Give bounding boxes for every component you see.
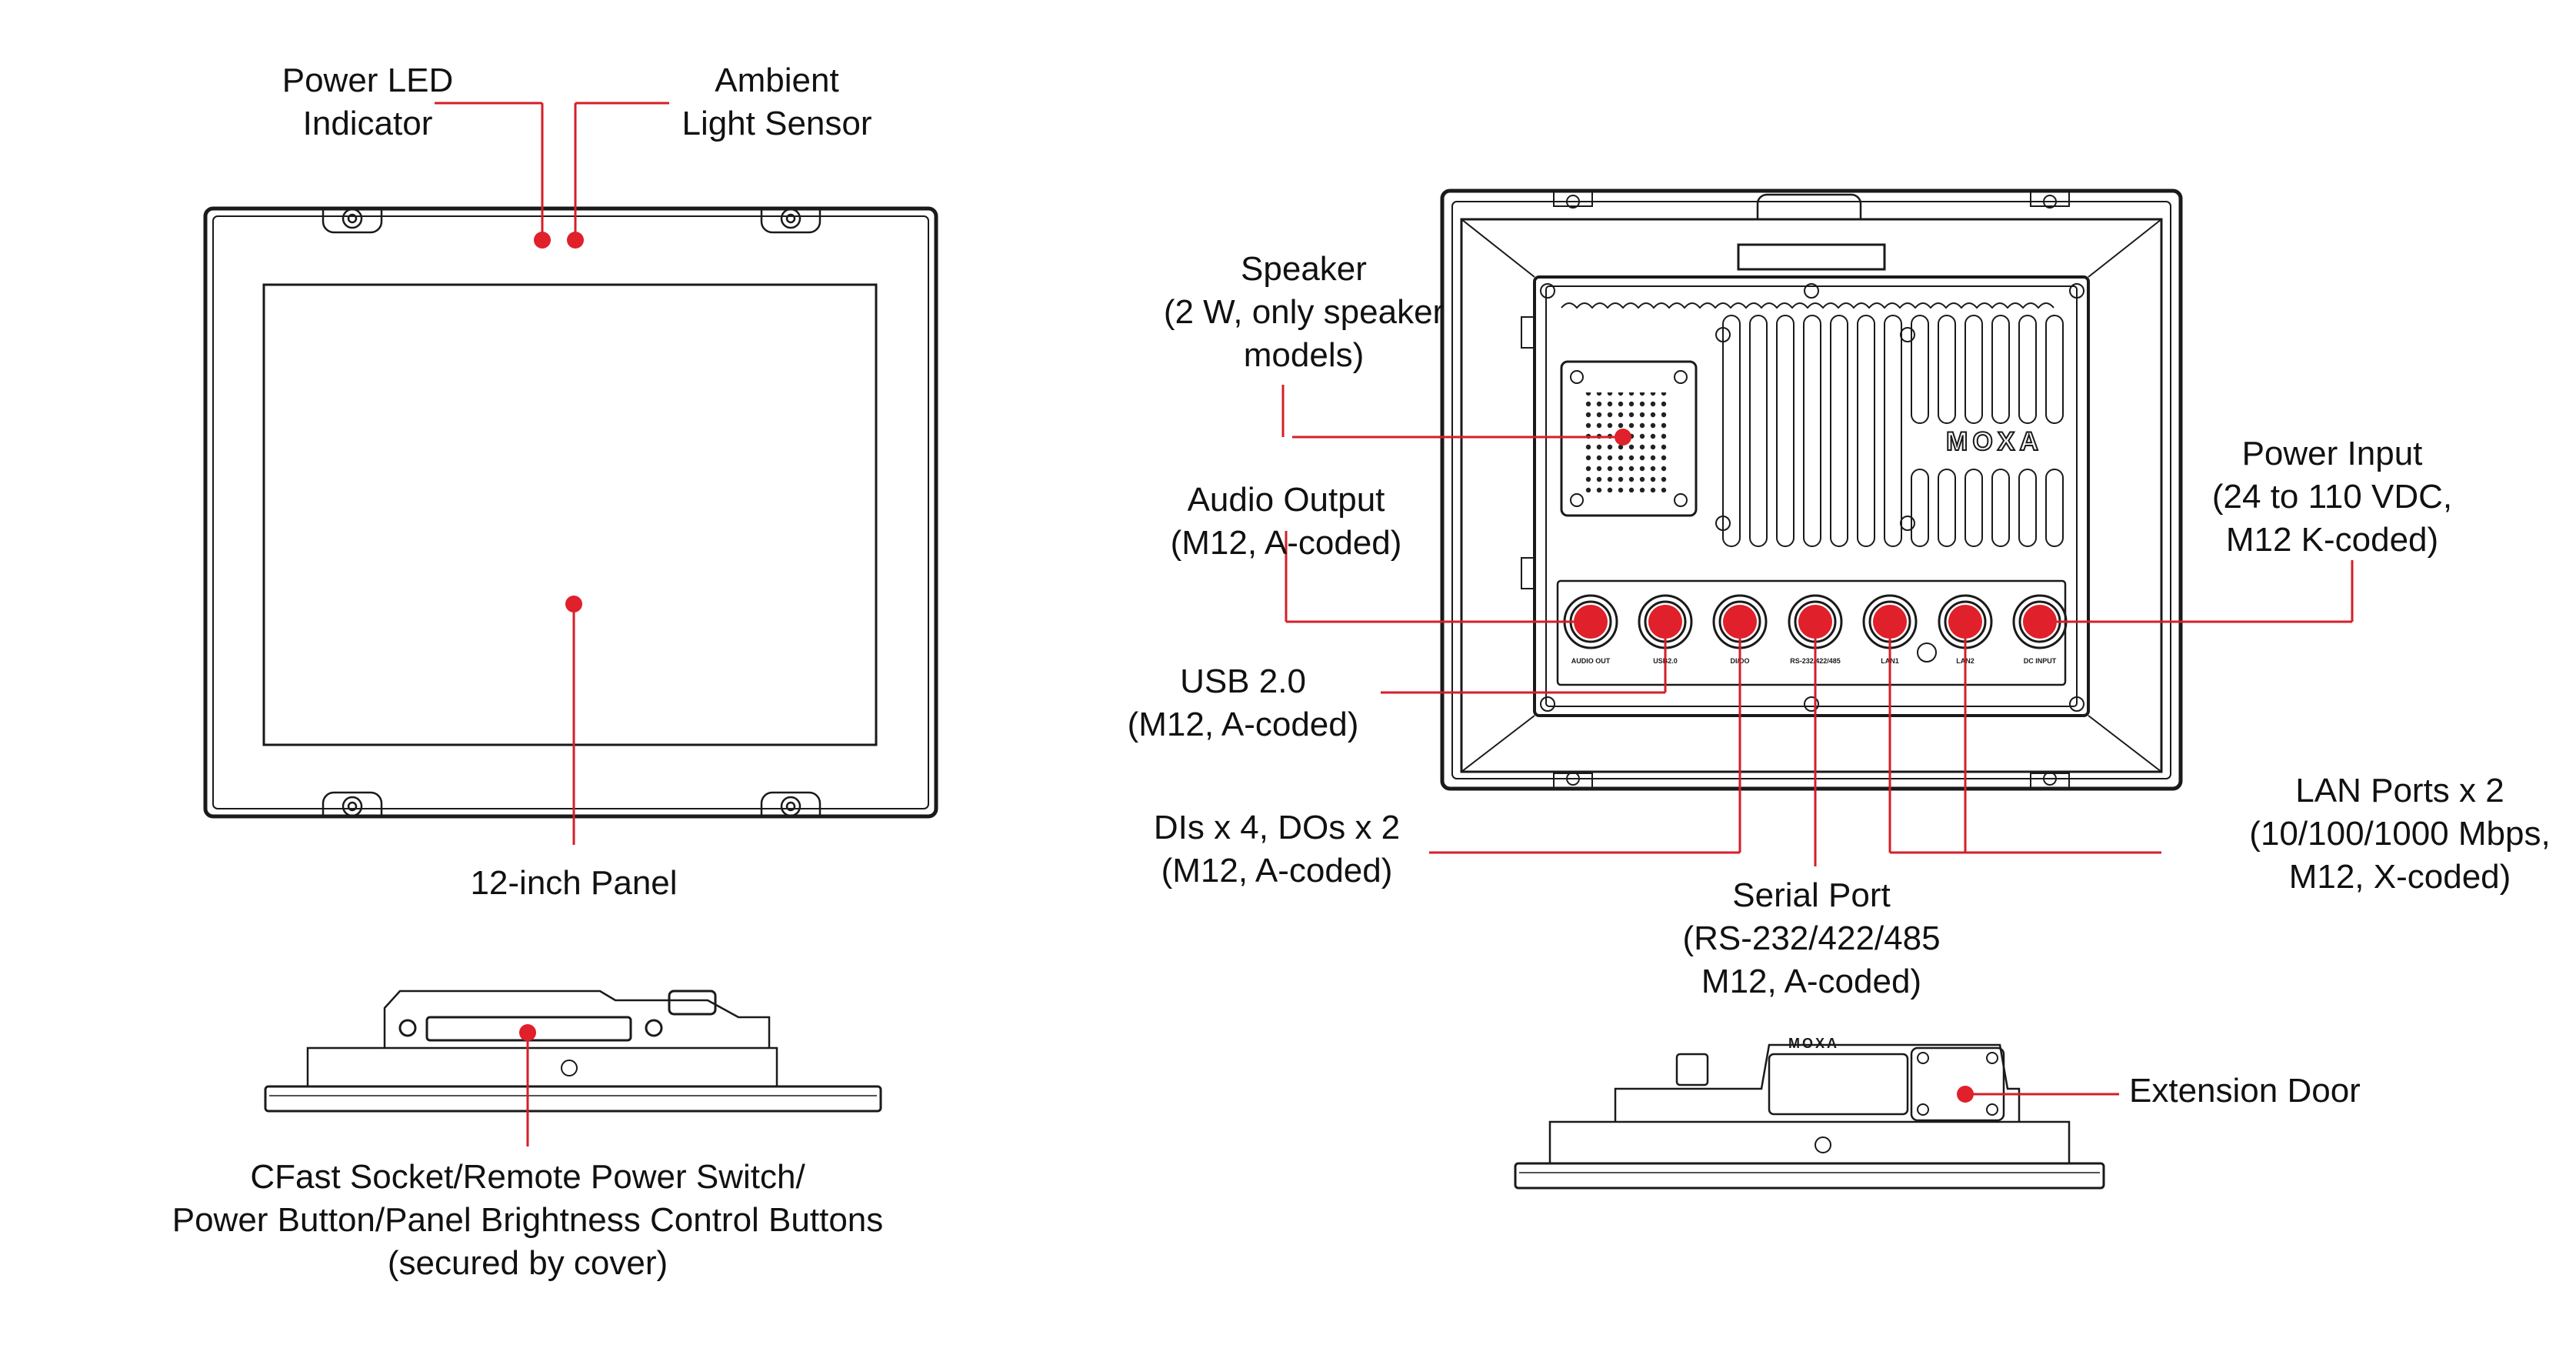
rear-view: [1440, 189, 2183, 791]
label-line: M12, X-coded): [2288, 858, 2511, 896]
callout-dot: [1723, 605, 1757, 639]
label-line: 12-inch Panel: [470, 864, 678, 902]
label-line: USB 2.0: [1180, 662, 1306, 700]
speaker-plate: [1560, 360, 1698, 517]
label-line: Power Button/Panel Brightness Control Bu…: [172, 1201, 884, 1239]
label-line: (24 to 110 VDC,: [2211, 478, 2453, 516]
label-line: LAN Ports x 2: [2295, 772, 2504, 809]
label-line: Serial Port: [1732, 876, 1891, 914]
label-line: (M12, A-coded): [1161, 852, 1393, 889]
label-power-led: Power LED Indicator: [282, 59, 454, 145]
label-line: CFast Socket/Remote Power Switch/: [250, 1158, 805, 1196]
front-side-view: [264, 990, 882, 1113]
label-audio-output: Audio Output (M12, A-coded): [1171, 479, 1402, 565]
rear-housing: [1533, 275, 2090, 717]
front-bezel: [203, 206, 938, 819]
label-line: (2 W, only speaker: [1163, 293, 1445, 331]
label-line: Ambient: [715, 62, 839, 99]
callout-dot: [2023, 605, 2057, 639]
moxa-logo-rear: MOXA: [1946, 427, 2043, 456]
callout-dot: [565, 596, 582, 612]
label-line: Audio Output: [1187, 481, 1385, 519]
label-line: Light Sensor: [681, 105, 872, 142]
callout-dot: [567, 232, 584, 249]
label-line: (M12, A-coded): [1170, 524, 1402, 562]
label-line: M12, A-coded): [1701, 963, 1922, 1000]
callout-dots: [519, 232, 2057, 1103]
callout-dot: [1873, 605, 1907, 639]
front-screen: [262, 283, 878, 746]
port-label: AUDIO OUT: [1571, 657, 1611, 665]
label-line: Indicator: [302, 105, 433, 142]
callout-dot: [1615, 429, 1631, 446]
label-line: (secured by cover): [387, 1244, 668, 1282]
label-line: (RS-232/422/485: [1682, 919, 1941, 957]
label-serial: Serial Port (RS-232/422/485 M12, A-coded…: [1682, 874, 1940, 1003]
callout-dot: [1574, 605, 1608, 639]
label-line: Power Input: [2241, 435, 2423, 472]
heatsink-fins: [1561, 302, 2064, 547]
label-speaker: Speaker (2 W, only speaker models): [1164, 248, 1444, 377]
callout-dot: [534, 232, 551, 249]
label-line: (M12, A-coded): [1127, 706, 1359, 743]
label-line: M12 K-coded): [2225, 521, 2439, 559]
callout-dot: [1648, 605, 1682, 639]
port-label: DC INPUT: [2024, 657, 2057, 665]
label-dio: DIs x 4, DOs x 2 (M12, A-coded): [1154, 806, 1400, 893]
callout-lines: [435, 102, 2354, 1146]
port-strip: [1556, 579, 2067, 686]
front-view: [203, 206, 938, 819]
label-power-input: Power Input (24 to 110 VDC, M12 K-coded): [2212, 432, 2452, 562]
label-line: DIs x 4, DOs x 2: [1153, 809, 1401, 846]
label-panel: 12-inch Panel: [470, 862, 677, 905]
rear-side-view: [1514, 1043, 2105, 1190]
label-usb: USB 2.0 (M12, A-coded): [1128, 660, 1359, 746]
label-cfast: CFast Socket/Remote Power Switch/ Power …: [172, 1156, 884, 1285]
label-line: (10/100/1000 Mbps,: [2249, 815, 2551, 853]
moxa-logo-side: MOXA: [1788, 1036, 1839, 1051]
callout-dot: [1948, 605, 1982, 639]
callout-dot: [519, 1024, 536, 1041]
label-line: Power LED: [282, 62, 454, 99]
front-tabs: [322, 208, 821, 817]
label-line: models): [1243, 336, 1365, 374]
label-line: Speaker: [1241, 250, 1367, 288]
rear-frame-outer: [1440, 189, 2183, 791]
label-ambient-light: Ambient Light Sensor: [681, 59, 871, 145]
label-lan: LAN Ports x 2 (10/100/1000 Mbps, M12, X-…: [2249, 769, 2550, 899]
label-line: Extension Door: [2129, 1072, 2361, 1110]
label-extension-door: Extension Door: [2129, 1070, 2361, 1113]
callout-dot: [1957, 1086, 1974, 1103]
callout-dot: [1798, 605, 1832, 639]
